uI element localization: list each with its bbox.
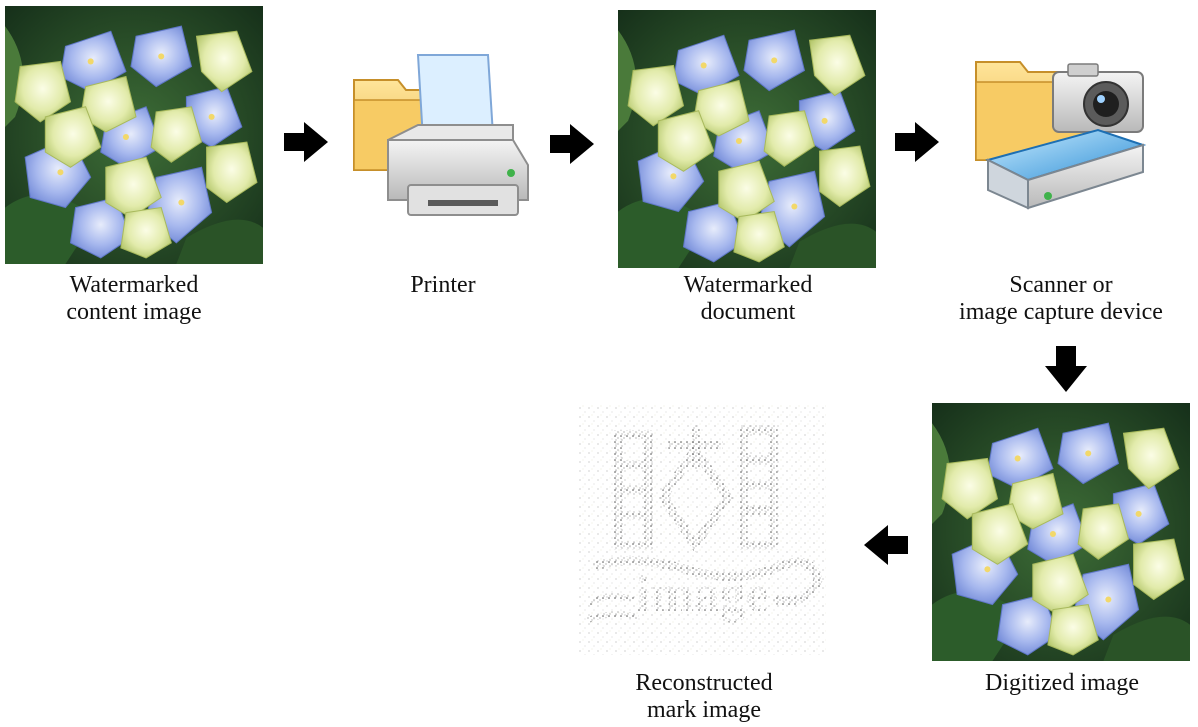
caption-line: Watermarked (69, 272, 199, 298)
caption-watermarked-content-image: Watermarked content image (2, 272, 266, 326)
caption-line: document (700, 299, 796, 325)
mark-logo-text: image (636, 566, 769, 623)
scanner-node (968, 50, 1148, 225)
caption-line: content image (66, 299, 202, 325)
hydrangea-photo-icon (932, 403, 1190, 661)
arrow-right-icon (895, 122, 939, 162)
caption-digitized-image: Digitized image (942, 670, 1182, 697)
caption-scanner: Scanner or image capture device (930, 272, 1192, 326)
printer-node (348, 50, 538, 230)
watermarked-document (618, 10, 876, 268)
reconstructed-mark-image: image (578, 405, 826, 655)
caption-line: Scanner or (1009, 272, 1113, 298)
digitized-image (932, 403, 1190, 661)
hydrangea-photo-icon (618, 10, 876, 268)
printer-icon (353, 54, 529, 216)
reconstructed-logo-noise-icon: image (578, 405, 826, 655)
scanner-camera-icon (975, 61, 1147, 210)
arrow-right-icon (550, 124, 594, 164)
caption-line: image capture device (959, 299, 1163, 325)
caption-line: mark image (647, 697, 761, 723)
watermarked-content-image (5, 6, 263, 264)
caption-reconstructed-mark-image: Reconstructed mark image (580, 670, 828, 724)
arrow-left-icon (864, 525, 908, 565)
caption-line: Watermarked (683, 272, 813, 298)
caption-line: Printer (410, 272, 476, 298)
arrow-right-icon (284, 122, 328, 162)
caption-line: Reconstructed (635, 670, 773, 696)
caption-line: Digitized image (985, 670, 1139, 696)
caption-watermarked-document: Watermarked document (618, 272, 878, 326)
arrow-down-icon (1045, 346, 1087, 392)
hydrangea-photo-icon (5, 6, 263, 264)
caption-printer: Printer (378, 272, 508, 299)
